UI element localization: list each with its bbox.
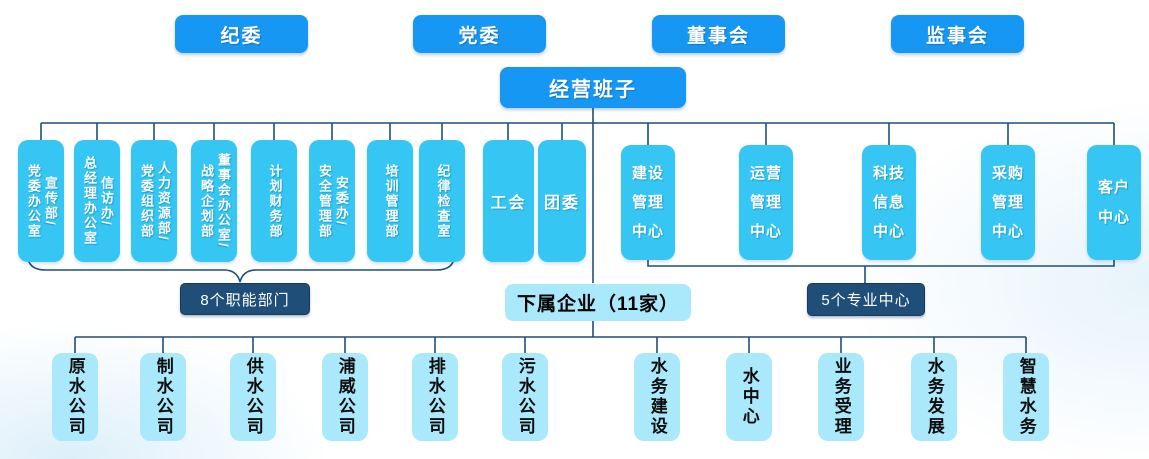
node-label: 董事会 (686, 25, 750, 47)
department-alt-name: 人力资源部/ (155, 160, 171, 242)
subsidiary-name: 浦威公司 (335, 357, 355, 437)
subsidiary-node: 供水公司 (230, 353, 276, 441)
subsidiary-name: 制水公司 (153, 357, 173, 437)
department-name: 党委组织部 (139, 163, 154, 239)
discipline-committee-node: 纪委 (175, 15, 308, 53)
label-text: 下属企业（11家） (516, 294, 680, 315)
center-label: 科技 信息 中心 (872, 164, 905, 241)
subsidiary-name: 业务受理 (831, 357, 851, 437)
department-node: 战略企划部 董事会办公室/ (191, 140, 237, 262)
center-label: 建设 管理 中心 (631, 164, 664, 241)
department-node: 总经理办公室 信访办/ (74, 140, 120, 262)
node-label: 党委 (458, 25, 501, 47)
department-node: 计划财务部 (251, 140, 297, 262)
subsidiary-node: 水中心 (726, 353, 772, 441)
department-name: 安全管理部 (317, 163, 332, 239)
node-label: 纪委 (220, 25, 263, 47)
center-node: 科技 信息 中心 (862, 145, 916, 260)
department-node: 党委组织部 人力资源部/ (131, 140, 177, 262)
department-alt-name: 宣传部/ (42, 175, 58, 227)
subsidiary-node: 浦威公司 (322, 353, 368, 441)
subsidiary-node: 污水公司 (502, 353, 548, 441)
node-label: 工会 (490, 195, 527, 212)
department-node: 党委办公室 宣传部/ (18, 140, 64, 262)
node-label: 监事会 (925, 25, 989, 47)
department-name: 党委办公室 (26, 163, 41, 239)
department-name: 总经理办公室 (82, 156, 97, 246)
subsidiary-name: 水中心 (739, 367, 759, 427)
center-node: 采购 管理 中心 (981, 145, 1035, 260)
party-committee-node: 党委 (413, 15, 546, 53)
department-node: 培训管理部 (367, 140, 413, 262)
board-of-directors-node: 董事会 (652, 15, 785, 53)
subsidiary-name: 供水公司 (243, 357, 263, 437)
department-name: 计划财务部 (267, 163, 283, 239)
label-text: 8个职能部门 (200, 291, 290, 309)
department-node: 纪律检查室 (419, 140, 465, 262)
department-name: 纪律检查室 (435, 163, 451, 239)
subsidiary-node: 水务建设 (634, 353, 680, 441)
subsidiary-name: 污水公司 (515, 357, 535, 437)
center-label: 采购 管理 中心 (991, 164, 1024, 241)
center-node: 运营 管理 中心 (739, 145, 793, 260)
node-label: 团委 (543, 195, 580, 212)
subsidiary-name: 原水公司 (65, 357, 85, 437)
subsidiary-name: 水务发展 (924, 357, 944, 437)
department-alt-name: 信访办/ (98, 175, 114, 227)
management-team-node: 经营班子 (500, 67, 686, 108)
subsidiaries-label: 下属企业（11家） (505, 284, 691, 321)
center-label: 客户 中心 (1097, 179, 1130, 226)
subsidiary-node: 排水公司 (412, 353, 458, 441)
subsidiary-name: 排水公司 (425, 357, 445, 437)
center-label: 运营 管理 中心 (749, 164, 782, 241)
department-alt-name: 董事会办公室/ (215, 153, 231, 249)
functional-departments-label: 8个职能部门 (180, 283, 310, 315)
subsidiary-name: 水务建设 (647, 357, 667, 437)
professional-centers-label: 5个专业中心 (807, 283, 925, 316)
subsidiary-node: 水务发展 (911, 353, 957, 441)
youth-league-node: 团委 (538, 140, 586, 262)
department-name: 战略企划部 (199, 163, 214, 239)
subsidiary-node: 业务受理 (818, 353, 864, 441)
department-alt-name: 安委办/ (333, 175, 349, 227)
subsidiary-node: 原水公司 (52, 353, 98, 441)
department-name: 培训管理部 (383, 163, 399, 239)
supervisory-board-node: 监事会 (891, 15, 1024, 53)
subsidiary-name: 智慧水务 (1016, 357, 1036, 437)
node-label: 经营班子 (549, 79, 637, 101)
labor-union-node: 工会 (483, 140, 534, 262)
subsidiary-node: 智慧水务 (1003, 353, 1049, 441)
center-node: 客户 中心 (1087, 145, 1141, 260)
department-node: 安全管理部 安委办/ (309, 140, 355, 262)
label-text: 5个专业中心 (821, 292, 911, 309)
center-node: 建设 管理 中心 (621, 145, 675, 260)
subsidiary-node: 制水公司 (140, 353, 186, 441)
